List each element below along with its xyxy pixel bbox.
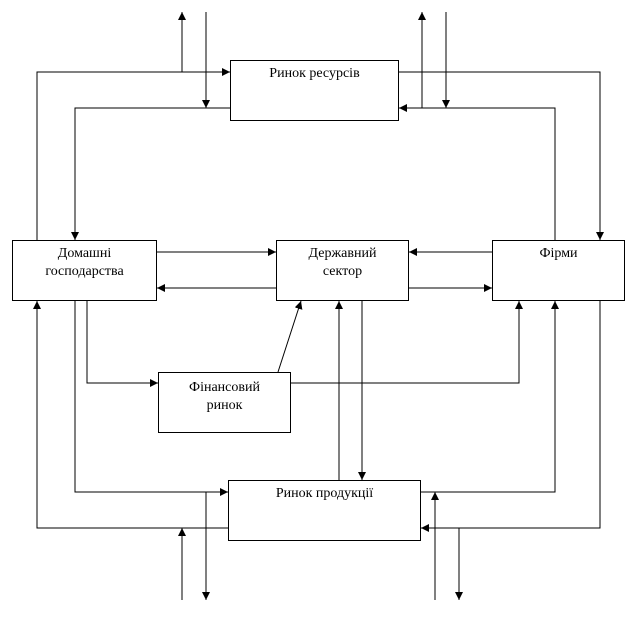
arrow-households-up (36, 68, 230, 240)
arrow-product-to-firms (421, 301, 559, 493)
financial-market-label-line1: Фінансовий (189, 380, 260, 395)
resource-market-label: Ринок ресурсів (269, 66, 360, 81)
firms-label: Фірми (539, 246, 578, 261)
government-box: Державний сектор (276, 240, 409, 301)
arrow-resource-to-households (71, 107, 230, 240)
households-label-line1: Домашні (57, 246, 112, 261)
financial-market-box: Фінансовий ринок (158, 372, 291, 433)
firms-box: Фірми (492, 240, 625, 301)
arrow-firms-to-resource (399, 104, 556, 240)
arrow-households-to-product (74, 301, 228, 496)
arrow-product-to-households (33, 301, 228, 529)
arrow-resource-to-firms (399, 71, 604, 240)
arrow-households-to-financial (86, 301, 158, 387)
arrow-financial-to-firms (291, 301, 523, 384)
government-label-line1: Державний (308, 246, 377, 261)
households-box: Домашні господарства (12, 240, 157, 301)
arrow-financial-to-government (277, 300, 303, 373)
households-label-line2: господарства (45, 264, 124, 279)
government-label-line2: сектор (322, 264, 363, 279)
financial-market-label-line2: ринок (206, 398, 243, 413)
product-market-label: Ринок продукції (275, 486, 374, 501)
resource-market-box: Ринок ресурсів (230, 60, 399, 121)
arrow-firms-to-product (421, 301, 601, 532)
product-market-box: Ринок продукції (228, 480, 421, 541)
